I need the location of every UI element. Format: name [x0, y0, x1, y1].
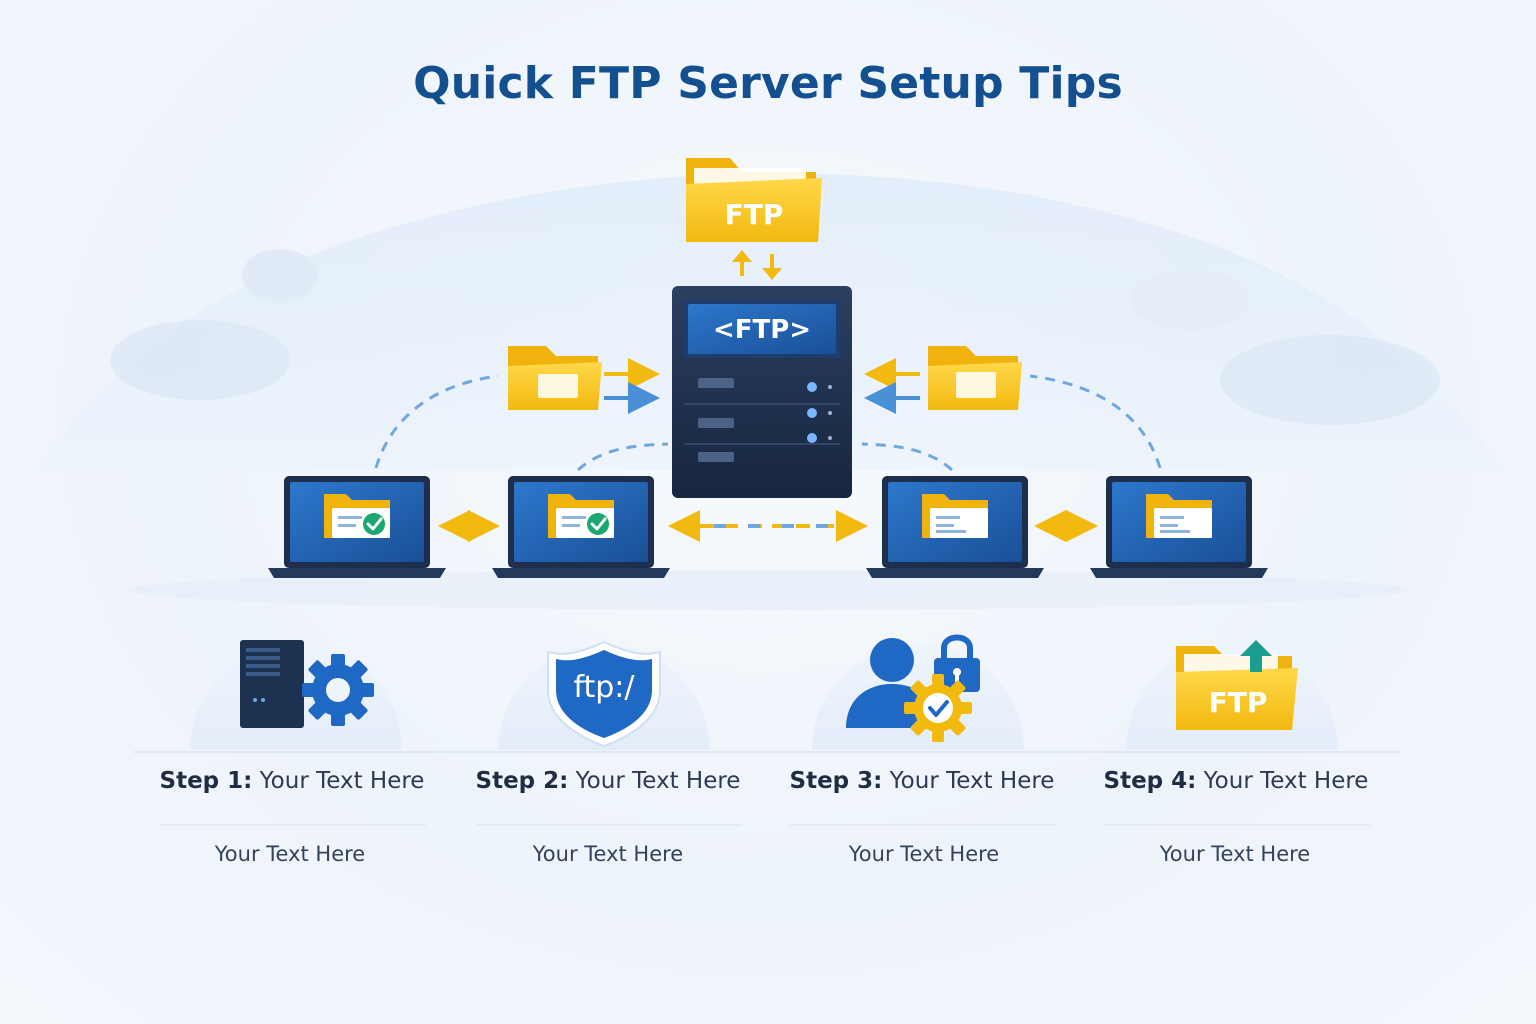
check-icon	[363, 513, 385, 535]
step-1-prefix: Step 1:	[159, 768, 253, 794]
user-lock-gear-icon	[846, 634, 980, 742]
laptop-icon	[492, 476, 670, 578]
step-4-title-text: Your Text Here	[1203, 768, 1369, 794]
step-1-title: Step 1: Your Text Here	[132, 768, 452, 794]
laptop-icon	[268, 476, 446, 578]
laptop-icon	[1090, 476, 1268, 578]
step-2-title-text: Your Text Here	[575, 768, 741, 794]
step-4-prefix: Step 4:	[1103, 768, 1197, 794]
transfer-arrows-right	[864, 358, 920, 414]
shield-ftp-icon: ftp:/	[547, 640, 661, 748]
dashed-connections	[374, 374, 1162, 472]
screen-folder-icon	[922, 494, 988, 538]
transfer-arrows-left	[604, 358, 660, 414]
step-3-description: Your Text Here	[848, 842, 1000, 866]
screen-folder-icon	[1146, 494, 1212, 538]
lock-icon	[934, 634, 980, 692]
step-3-prefix: Step 3:	[789, 768, 883, 794]
screen-folder-icon	[548, 494, 614, 538]
server-gear-icon	[240, 640, 374, 728]
shield-label: ftp:/	[573, 670, 635, 705]
check-gear-icon	[904, 674, 972, 742]
step-3-title: Step 3: Your Text Here	[762, 768, 1082, 794]
step-4-title: Step 4: Your Text Here	[1076, 768, 1396, 794]
step-3-title-text: Your Text Here	[889, 768, 1055, 794]
ftp-server-icon: <FTP>	[672, 286, 852, 498]
step-2-prefix: Step 2:	[475, 768, 569, 794]
step-2-description: Your Text Here	[532, 842, 684, 866]
transfer-arrows-top	[732, 250, 782, 280]
step-2-title: Step 2: Your Text Here	[448, 768, 768, 794]
step-1-title-text: Your Text Here	[259, 768, 425, 794]
ftp-folder-upload-icon: FTP	[1176, 640, 1298, 730]
laptop-icon	[866, 476, 1044, 578]
page-title: Quick FTP Server Setup Tips	[413, 58, 1123, 109]
check-icon	[587, 513, 609, 535]
folder-bottom-label: FTP	[1209, 686, 1268, 719]
ftp-folder-left-icon	[508, 346, 602, 410]
laptops	[268, 476, 1268, 578]
ftp-folder-top-icon: FTP	[686, 158, 822, 242]
ftp-folder-right-icon	[928, 346, 1022, 410]
server-screen-label: <FTP>	[713, 315, 811, 345]
step-1-description: Your Text Here	[214, 842, 366, 866]
folder-top-label: FTP	[725, 198, 784, 231]
upload-arrow-icon	[1240, 640, 1272, 672]
screen-folder-icon	[324, 494, 390, 538]
step-4-description: Your Text Here	[1159, 842, 1311, 866]
